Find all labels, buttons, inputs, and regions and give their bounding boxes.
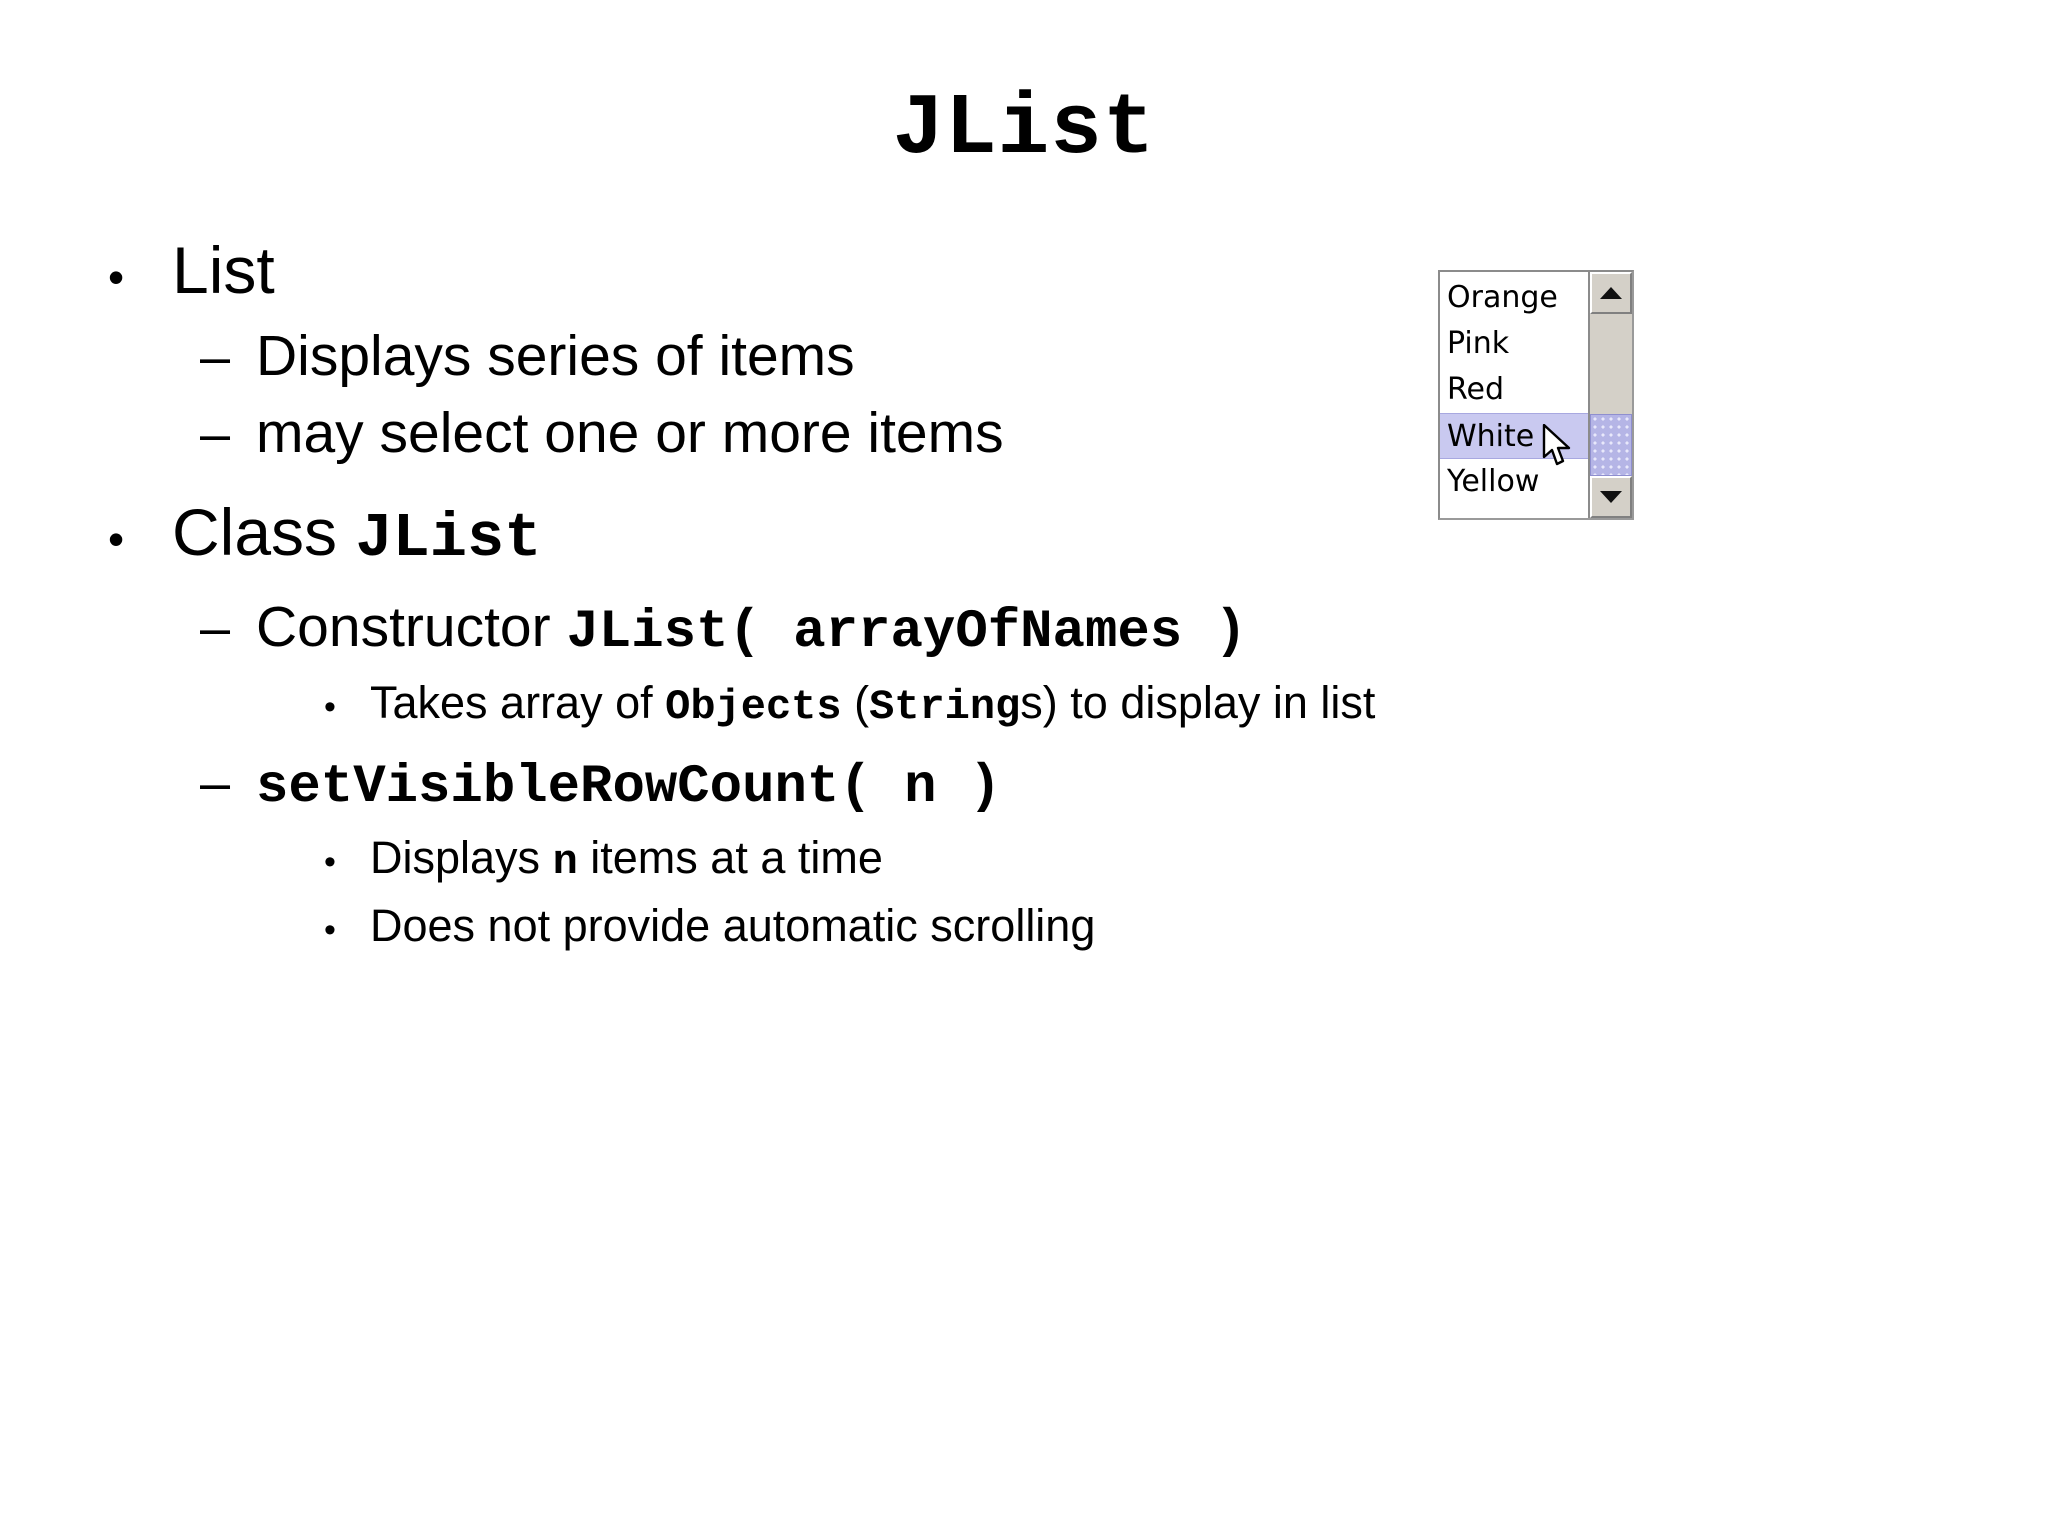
- bullet-displays-n-items: • Displays n items at a time: [324, 834, 1938, 884]
- jlist-screenshot-figure: Orange Pink Red White Yellow: [1438, 270, 1634, 520]
- triangle-down-icon: [1600, 491, 1622, 503]
- outline-body: • List – Displays series of items – may …: [108, 236, 1938, 968]
- code-run-n: n: [552, 838, 578, 887]
- bullet-text: Class JList: [172, 498, 541, 571]
- code-run-string: String: [869, 683, 1021, 732]
- bullet-text: may select one or more items: [256, 401, 1004, 466]
- bullet-marker: •: [324, 688, 336, 727]
- bullet-text: Constructor JList( arrayOfNames ): [256, 594, 1247, 663]
- code-run-constructor: JList( arrayOfNames ): [566, 601, 1247, 663]
- jlist-widget[interactable]: Orange Pink Red White Yellow: [1438, 270, 1634, 520]
- dash-marker: –: [200, 597, 231, 658]
- vertical-scrollbar[interactable]: [1588, 272, 1632, 518]
- code-run-objects: Objects: [665, 683, 842, 732]
- bullet-text: Takes array of Objects (Strings) to disp…: [370, 679, 1375, 729]
- code-run-jlist: JList: [355, 503, 542, 575]
- bullet-text: Displays series of items: [256, 323, 855, 388]
- scroll-down-button[interactable]: [1590, 476, 1632, 518]
- dash-marker: –: [200, 404, 231, 465]
- list-item[interactable]: Pink: [1447, 326, 1510, 361]
- scrollbar-thumb[interactable]: [1590, 414, 1632, 476]
- run-text: Class: [172, 495, 356, 570]
- bullet-text: Does not provide automatic scrolling: [370, 900, 1096, 952]
- bullet-displays-series: – Displays series of items: [200, 323, 1938, 388]
- bullet-marker: •: [108, 251, 125, 303]
- bullet-may-select: – may select one or more items: [200, 404, 1938, 464]
- bullet-setvisiblerowcount: – setVisibleRowCount( n ): [200, 756, 1938, 817]
- list-item-selected[interactable]: White: [1440, 413, 1588, 459]
- bullet-no-auto-scrolling: • Does not provide automatic scrolling: [324, 900, 1938, 952]
- run-text: (: [841, 677, 870, 729]
- dash-marker: –: [200, 326, 231, 387]
- code-run-setvisiblerowcount: setVisibleRowCount( n ): [256, 756, 1002, 818]
- bullet-marker: •: [324, 843, 336, 882]
- bullet-class-jlist: • Class JList: [108, 498, 1938, 571]
- run-text: Constructor: [256, 594, 567, 659]
- run-text: Takes array of: [370, 677, 666, 729]
- bullet-marker: •: [324, 911, 336, 950]
- list-item[interactable]: Red: [1447, 372, 1504, 407]
- list-item[interactable]: Yellow: [1447, 464, 1540, 499]
- bullet-list: • List: [108, 236, 1938, 305]
- scroll-up-button[interactable]: [1590, 272, 1632, 314]
- bullet-constructor: – Constructor JList( arrayOfNames ): [200, 594, 1938, 663]
- bullet-text: List: [172, 233, 275, 307]
- triangle-up-icon: [1600, 287, 1622, 299]
- run-text: Displays: [370, 832, 553, 884]
- bullet-marker: •: [108, 513, 125, 566]
- scrollbar-track[interactable]: [1590, 314, 1632, 476]
- bullet-takes-array: • Takes array of Objects (Strings) to di…: [324, 679, 1938, 729]
- run-text: items at a time: [577, 832, 883, 884]
- page-title: JList: [892, 80, 1156, 178]
- dash-marker: –: [200, 752, 231, 813]
- jlist-items-panel[interactable]: Orange Pink Red White Yellow: [1440, 272, 1588, 518]
- run-text: s) to display in list: [1020, 677, 1376, 729]
- list-item[interactable]: Orange: [1447, 280, 1558, 315]
- bullet-text: Displays n items at a time: [370, 834, 883, 884]
